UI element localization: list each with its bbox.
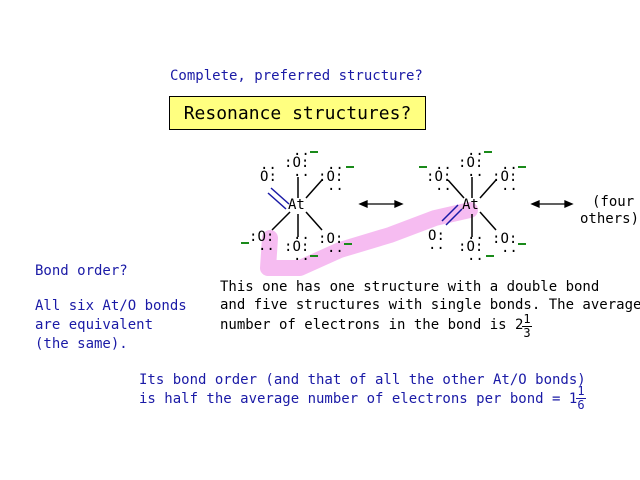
explanation-line3: number of electrons in the bond is 2 bbox=[220, 317, 524, 333]
four-others-line2: others) bbox=[580, 211, 640, 227]
explanation-line1: This one has one structure with a double… bbox=[220, 279, 600, 295]
right-oxygen-lower-left: O: bbox=[428, 228, 445, 244]
left-oxygen-upper-left: O: bbox=[260, 169, 277, 185]
resonance-arrow-2 bbox=[530, 200, 574, 208]
equivalent-line1: All six At/O bonds bbox=[35, 298, 187, 314]
resonance-title-box: Resonance structures? bbox=[169, 96, 426, 130]
right-center-atom: At bbox=[462, 197, 479, 213]
left-structure-bonds bbox=[271, 177, 323, 237]
conclusion-fraction: 1 6 bbox=[576, 385, 586, 412]
left-double-bond bbox=[267, 187, 290, 210]
right-oxygen-bottom-dots: .. bbox=[467, 227, 484, 243]
left-center-atom: At bbox=[288, 197, 305, 213]
right-oxygen-lower-right-dots: .. bbox=[501, 240, 518, 256]
conclusion-line2: is half the average number of electrons … bbox=[139, 391, 578, 407]
left-oxygen-lower-left-dots: .. bbox=[258, 238, 275, 254]
right-oxygen-top-dots: .. bbox=[467, 143, 484, 159]
explanation-fraction: 1 3 bbox=[522, 313, 532, 340]
right-oxygen-bottom: :O: bbox=[458, 239, 484, 255]
right-oxygen-top: :O: bbox=[458, 155, 484, 171]
right-oxygen-upper-right-dots: .. bbox=[501, 157, 518, 173]
resonance-title: Resonance structures? bbox=[183, 102, 412, 124]
equivalent-line3: (the same). bbox=[35, 336, 128, 352]
conclusion-frac-den: 6 bbox=[577, 398, 585, 412]
equivalent-line2: are equivalent bbox=[35, 317, 154, 333]
left-oxygen-bottom-dots: .. bbox=[293, 227, 310, 243]
right-oxygen-lower-left-dots: .. bbox=[428, 237, 445, 253]
left-oxygen-top-dots: .. bbox=[293, 143, 310, 159]
right-double-bond bbox=[441, 204, 463, 226]
heading: Complete, preferred structure? bbox=[170, 68, 423, 84]
explanation-frac-den: 3 bbox=[523, 326, 531, 340]
left-oxygen-lower-right-dots: .. bbox=[327, 240, 344, 256]
conclusion-line1: Its bond order (and that of all the othe… bbox=[139, 372, 586, 388]
left-oxygen-upper-left-dots: .. bbox=[260, 157, 277, 173]
left-oxygen-top-dots-below: .. bbox=[293, 164, 310, 180]
explanation-line2: and five structures with single bonds. T… bbox=[220, 297, 640, 313]
bond-order-question: Bond order? bbox=[35, 263, 128, 279]
left-oxygen-top: :O: bbox=[284, 155, 310, 171]
explanation-frac-num: 1 bbox=[523, 312, 531, 326]
left-oxygen-bottom-dots-below: .. bbox=[293, 248, 310, 264]
left-oxygen-upper-right-dots: .. bbox=[327, 157, 344, 173]
right-oxygen-bottom-dots-below: .. bbox=[467, 248, 484, 264]
highlight-stroke bbox=[260, 202, 478, 276]
left-oxygen-lower-left: :O: bbox=[249, 229, 275, 245]
right-oxygen-upper-left-dots: .. bbox=[435, 157, 452, 173]
left-oxygen-bottom: :O: bbox=[284, 239, 310, 255]
right-oxygen-upper-left-dots-below: .. bbox=[435, 178, 452, 194]
four-others-line1: (four bbox=[592, 194, 635, 210]
conclusion-frac-bar bbox=[576, 398, 586, 399]
right-oxygen-top-dots-below: .. bbox=[467, 164, 484, 180]
right-oxygen-upper-right-dots-below: .. bbox=[501, 178, 518, 194]
right-oxygen-lower-right: :O: bbox=[492, 231, 518, 247]
resonance-arrow-1 bbox=[358, 200, 404, 208]
left-oxygen-upper-right-dots-below: .. bbox=[327, 178, 344, 194]
right-oxygen-upper-right: :O: bbox=[492, 169, 518, 185]
left-oxygen-lower-right: :O: bbox=[318, 231, 344, 247]
left-oxygen-upper-right: :O: bbox=[318, 169, 344, 185]
right-oxygen-upper-left: :O: bbox=[426, 169, 452, 185]
formal-charges bbox=[241, 151, 526, 257]
right-structure-bonds bbox=[447, 177, 497, 237]
explanation-frac-bar bbox=[522, 326, 532, 327]
conclusion-frac-num: 1 bbox=[577, 384, 585, 398]
